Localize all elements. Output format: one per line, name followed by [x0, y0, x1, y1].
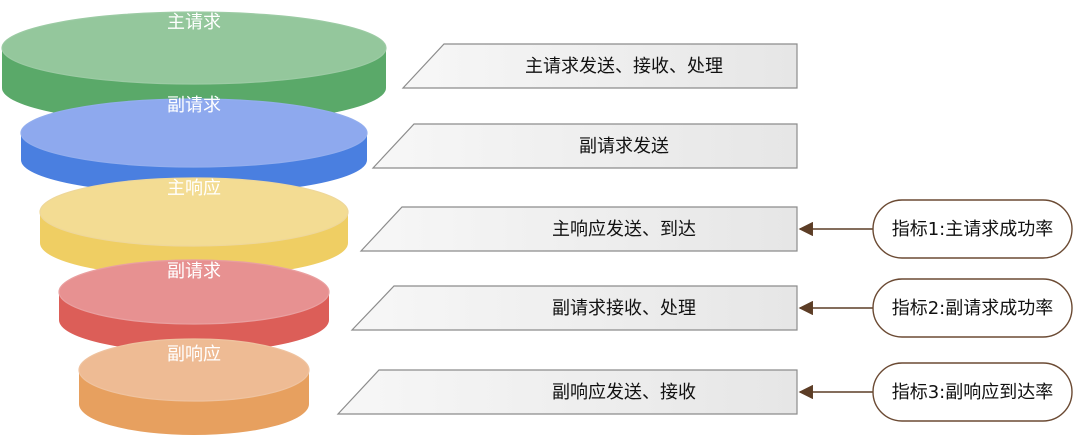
metric-pill	[872, 362, 1073, 422]
metric-item: 指标1:主请求成功率	[798, 199, 1073, 259]
stage-box-shape	[401, 43, 798, 89]
funnel-layer: 副请求	[20, 95, 368, 194]
funnel-layer-label: 副请求	[167, 95, 221, 116]
stage-box: 副响应发送、接收	[336, 369, 798, 415]
stage-box-shape	[359, 206, 798, 252]
metric-label: 指标2:副请求成功率	[892, 298, 1054, 319]
stage-box-text: 副请求发送	[579, 136, 669, 157]
funnel-layer: 副请求	[58, 259, 330, 352]
stage-box-shape	[350, 285, 798, 331]
metric-pill	[872, 278, 1073, 338]
stage-box: 主响应发送、到达	[359, 206, 798, 252]
funnel-layer: 主响应	[39, 177, 349, 277]
funnel-layer-label: 副请求	[167, 261, 221, 282]
funnel-layer-top	[20, 98, 368, 168]
funnel-layer: 副响应	[78, 338, 310, 435]
stage-box: 副请求接收、处理	[350, 285, 798, 331]
stage-box: 副请求发送	[371, 123, 798, 169]
stage-box: 主请求发送、接收、处理	[401, 43, 798, 89]
stage-box-text: 主请求发送、接收、处理	[525, 56, 723, 77]
funnel-layer-top	[78, 338, 310, 402]
funnel-layer-top	[58, 259, 330, 325]
stage-box-text: 主响应发送、到达	[552, 219, 696, 240]
funnel-layer-top	[39, 177, 349, 247]
stage-box-shape	[336, 369, 798, 415]
metric-pill	[872, 199, 1073, 259]
stage-box-text: 副请求接收、处理	[552, 298, 696, 319]
funnel-layer-label: 主响应	[167, 178, 221, 199]
metric-label: 指标3:副响应到达率	[892, 382, 1054, 403]
metric-label: 指标1:主请求成功率	[892, 219, 1054, 240]
funnel-layer-label: 副响应	[167, 344, 221, 365]
stage-box-text: 副响应发送、接收	[552, 382, 696, 403]
funnel-layer-top	[1, 11, 387, 85]
metric-item: 指标2:副请求成功率	[798, 278, 1073, 338]
funnel-layer-label: 主请求	[167, 12, 221, 33]
metric-item: 指标3:副响应到达率	[798, 362, 1073, 422]
stage-box-shape	[371, 123, 798, 169]
